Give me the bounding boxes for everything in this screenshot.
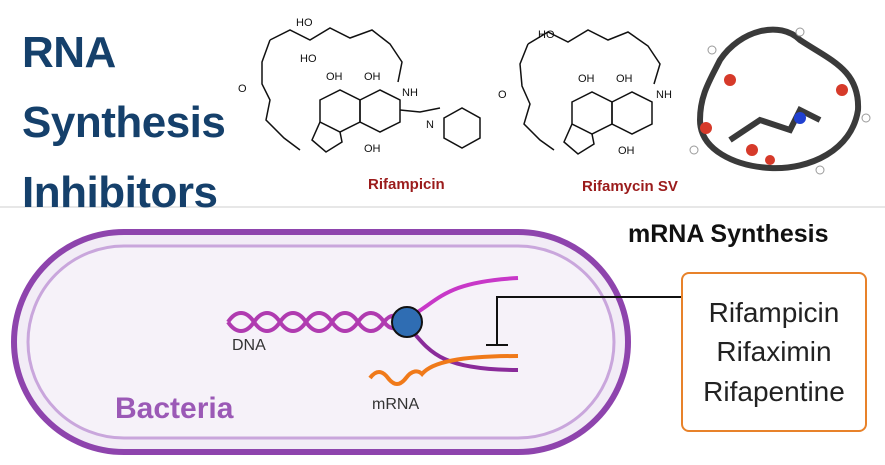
rifamycin-sv-label: Rifamycin SV: [582, 178, 678, 195]
inhibitor-item: Rifapentine: [703, 375, 845, 407]
rifamycin-sv-structure-icon: O HO OH OH NH OH: [498, 29, 672, 157]
svg-text:OH: OH: [364, 143, 381, 155]
inhibitor-item: Rifampicin: [708, 297, 840, 329]
inhibitor-item: Rifaximin: [716, 336, 832, 368]
svg-text:O: O: [238, 83, 247, 95]
svg-text:O: O: [498, 89, 507, 101]
rifampicin-structure-icon: O HO OH OH NH OH N HO: [238, 17, 481, 155]
svg-text:HO: HO: [300, 53, 317, 65]
mrna-strand: [368, 354, 519, 386]
svg-text:OH: OH: [364, 71, 381, 83]
svg-text:HO: HO: [296, 17, 313, 29]
dna-label: DNA: [232, 337, 266, 354]
inhibition-connector: [486, 296, 681, 346]
svg-text:NH: NH: [402, 87, 418, 99]
dna-helix: [226, 311, 404, 333]
mrna-synthesis-heading: mRNA Synthesis: [628, 220, 829, 248]
svg-text:HO: HO: [538, 29, 555, 41]
page-title: RNA Synthesis Inhibitors: [22, 18, 226, 228]
rifamycin-3d-model-icon: [689, 26, 871, 175]
svg-text:N: N: [426, 119, 434, 131]
inhibitor-list-box: Rifampicin Rifaximin Rifapentine: [681, 272, 867, 432]
svg-text:OH: OH: [616, 73, 633, 85]
bacteria-cell: [11, 229, 631, 455]
title-line-1: RNA: [22, 28, 116, 77]
title-line-2: Synthesis: [22, 98, 226, 147]
bacteria-label: Bacteria: [115, 392, 234, 425]
mrna-label: mRNA: [372, 396, 420, 413]
svg-text:OH: OH: [618, 145, 635, 157]
svg-text:OH: OH: [578, 73, 595, 85]
rifampicin-label: Rifampicin: [368, 176, 445, 193]
svg-text:NH: NH: [656, 89, 672, 101]
svg-text:OH: OH: [326, 71, 343, 83]
title-line-3: Inhibitors: [22, 168, 218, 217]
rna-polymerase-icon: [391, 306, 423, 338]
